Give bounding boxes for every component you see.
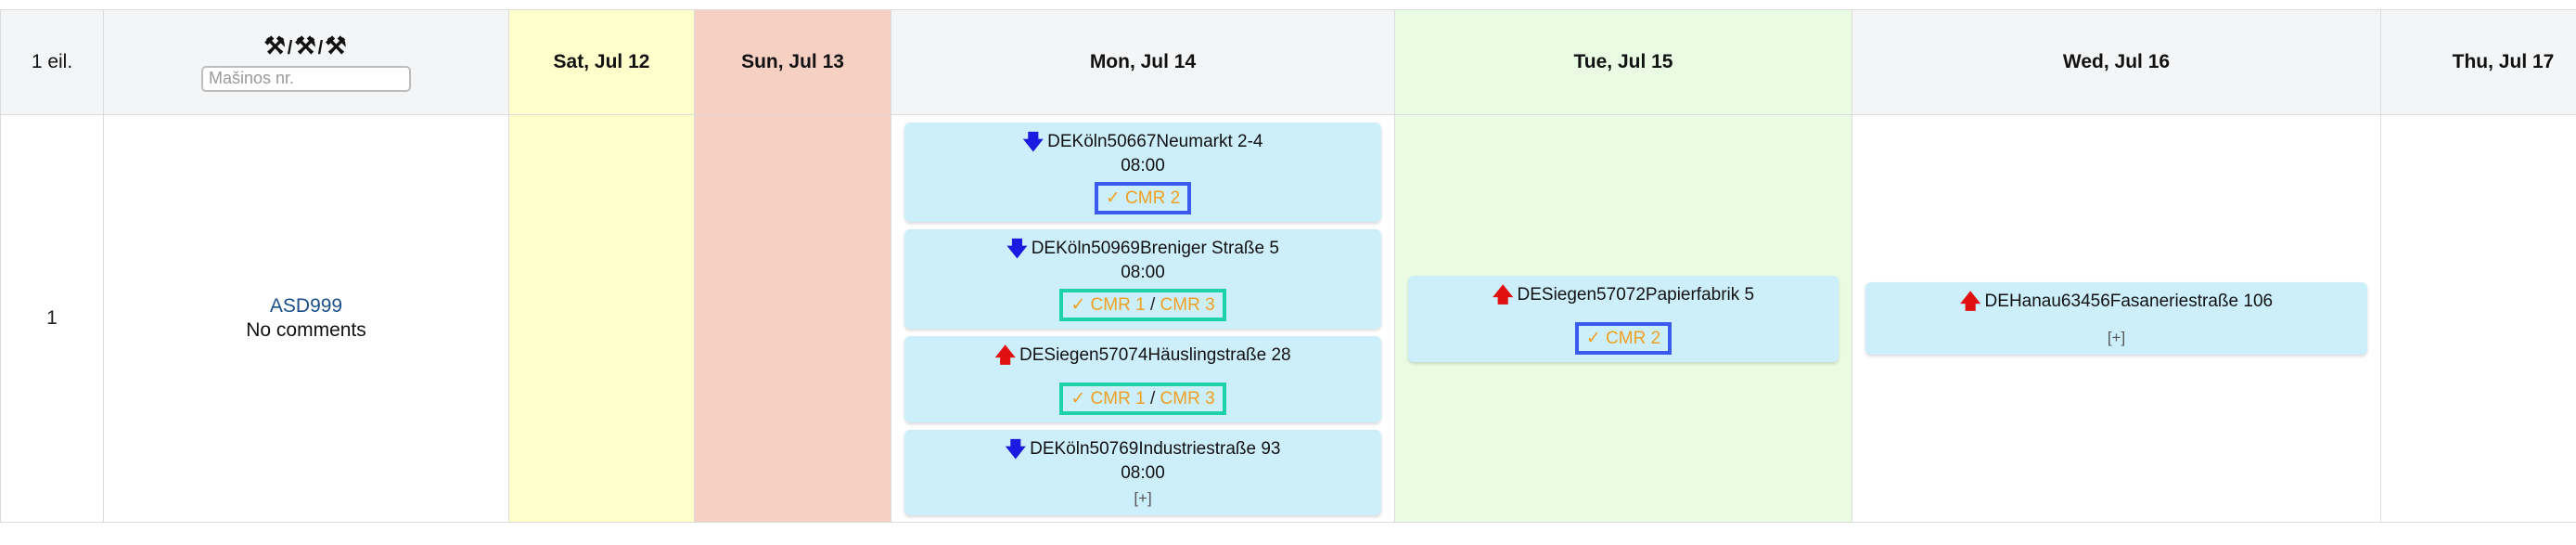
card-time: 08:00 — [1121, 155, 1165, 175]
transport-card[interactable]: 🡅DESiegen57072Papierfabrik 5 ✓ CMR 2 — [1408, 275, 1839, 362]
cmr-link[interactable]: ✓ CMR 1 — [1070, 294, 1146, 315]
arrow-down-icon: 🡇 — [1005, 436, 1027, 461]
arrow-down-icon: 🡇 — [1022, 129, 1044, 153]
tool-icons: ⚒/⚒/⚒ — [104, 33, 508, 60]
card-address: DEKöln50769Industriestraße 93 — [1030, 438, 1281, 459]
day-cell-mon[interactable]: 🡇DEKöln50667Neumarkt 2-4 08:00 ✓ CMR 2 🡇… — [891, 114, 1395, 523]
day-cell-sun[interactable] — [694, 114, 891, 523]
cmr-box[interactable]: ✓ CMR 1 / CMR 3 — [1059, 288, 1226, 321]
machine-link[interactable]: ASD999 — [269, 295, 343, 317]
card-time: 08:00 — [1121, 262, 1165, 282]
card-address: DESiegen57074Häuslingstraße 28 — [1019, 344, 1291, 365]
add-button[interactable]: [+] — [1134, 488, 1152, 507]
machine-cell: ASD999 No comments — [103, 114, 509, 523]
day-cell-wed[interactable]: 🡅DEHanau63456Fasaneriestraße 106 [+] — [1852, 114, 2381, 523]
schedule-grid: 1 eil. ⚒/⚒/⚒ Sat, Jul 12 Sun, Jul 13 Mon… — [0, 9, 2576, 523]
day-header-mon: Mon, Jul 14 — [891, 9, 1395, 115]
card-address: DEKöln50969Breniger Straße 5 — [1031, 238, 1279, 258]
day-header-sun: Sun, Jul 13 — [694, 9, 891, 115]
row-number: 1 — [0, 114, 104, 523]
table-row: 1 ASD999 No comments 🡇DEKöln50667Neumark… — [0, 114, 2576, 523]
row-number-header: 1 eil. — [0, 9, 104, 115]
cmr-separator: / — [1145, 388, 1160, 409]
cmr-separator: / — [1145, 294, 1160, 315]
day-cell-tue[interactable]: 🡅DESiegen57072Papierfabrik 5 ✓ CMR 2 — [1394, 114, 1852, 523]
arrow-up-icon: 🡅 — [1959, 290, 1981, 313]
arrow-up-icon: 🡅 — [1492, 282, 1514, 306]
cmr-link[interactable]: ✓ CMR 2 — [1105, 188, 1181, 208]
card-time: 08:00 — [1121, 462, 1165, 483]
cmr-link[interactable]: CMR 3 — [1160, 294, 1215, 315]
cmr-box[interactable]: ✓ CMR 2 — [1574, 321, 1672, 355]
day-cell-sat[interactable] — [508, 114, 695, 523]
machine-number-input[interactable] — [201, 65, 411, 92]
transport-card[interactable]: 🡅DEHanau63456Fasaneriestraße 106 [+] — [1865, 282, 2367, 355]
wrench-icon[interactable]: ⚒ — [263, 31, 288, 59]
icon-separator: / — [317, 37, 326, 58]
cmr-link[interactable]: ✓ CMR 1 — [1070, 388, 1146, 409]
day-header-thu: Thu, Jul 17 — [2380, 9, 2576, 115]
cmr-box[interactable]: ✓ CMR 2 — [1094, 181, 1192, 214]
transport-card[interactable]: 🡅DESiegen57074Häuslingstraße 28 ✓ CMR 1 … — [904, 335, 1381, 422]
cmr-link[interactable]: CMR 3 — [1160, 388, 1215, 409]
day-cell-thu[interactable] — [2380, 114, 2576, 523]
day-header-wed: Wed, Jul 16 — [1852, 9, 2381, 115]
day-header-tue: Tue, Jul 15 — [1394, 9, 1852, 115]
wrench-icon[interactable]: ⚒ — [325, 31, 349, 59]
transport-card[interactable]: 🡇DEKöln50667Neumarkt 2-4 08:00 ✓ CMR 2 — [904, 122, 1381, 222]
wrench-icon[interactable]: ⚒ — [294, 31, 318, 59]
card-address: DEKöln50667Neumarkt 2-4 — [1047, 131, 1263, 151]
transport-card[interactable]: 🡇DEKöln50769Industriestraße 93 08:00 [+] — [904, 429, 1381, 515]
day-header-sat: Sat, Jul 12 — [508, 9, 695, 115]
arrow-down-icon: 🡇 — [1006, 236, 1028, 260]
cmr-link[interactable]: ✓ CMR 2 — [1585, 328, 1661, 348]
arrow-up-icon: 🡅 — [994, 343, 1017, 367]
card-address: DESiegen57072Papierfabrik 5 — [1517, 284, 1755, 305]
machine-header: ⚒/⚒/⚒ — [103, 9, 509, 115]
icon-separator: / — [287, 37, 295, 58]
cmr-box[interactable]: ✓ CMR 1 / CMR 3 — [1059, 382, 1226, 415]
machine-comment: No comments — [246, 319, 366, 341]
card-address: DEHanau63456Fasaneriestraße 106 — [1984, 292, 2274, 311]
add-button[interactable]: [+] — [2107, 329, 2126, 346]
transport-card[interactable]: 🡇DEKöln50969Breniger Straße 5 08:00 ✓ CM… — [904, 228, 1381, 329]
